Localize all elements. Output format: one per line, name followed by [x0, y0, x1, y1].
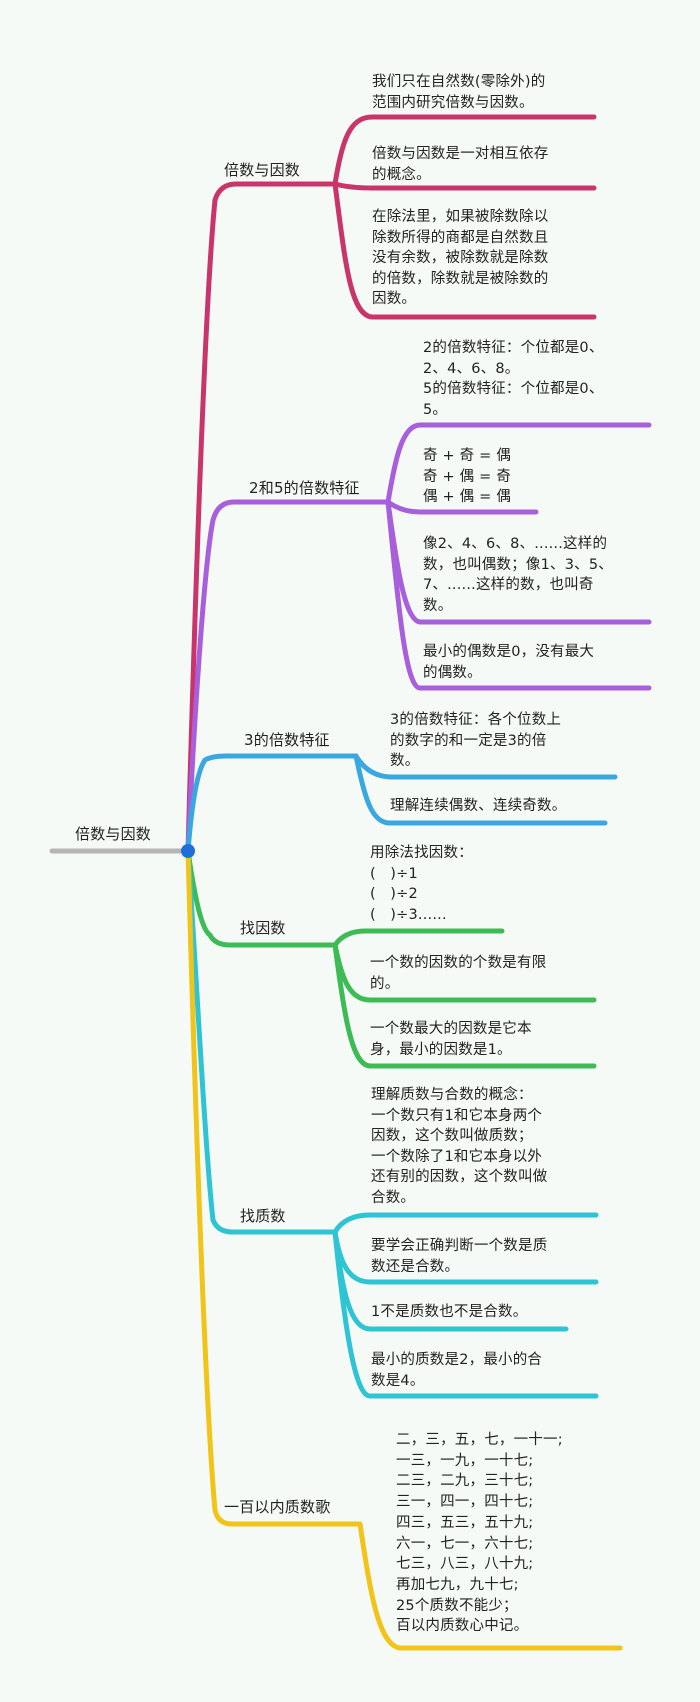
- root-node-label[interactable]: 倍数与因数: [75, 825, 152, 843]
- branch-label-find-primes[interactable]: 找质数: [240, 1207, 286, 1225]
- branch-label-2-5-multiples[interactable]: 2和5的倍数特征: [249, 479, 360, 497]
- branch-1-lines: [185, 114, 597, 854]
- leaf-2-4[interactable]: 最小的偶数是0，没有最大 的偶数。: [423, 644, 595, 681]
- leaf-5-1[interactable]: 理解质数与合数的概念： 一个数只有1和它本身两个 因数，这个数叫做质数； 一个数…: [371, 1087, 548, 1206]
- leaf-4-2[interactable]: 一个数的因数的个数是有限 的。: [370, 955, 547, 992]
- branch-3-lines: [185, 753, 618, 854]
- branch-2-lines: [185, 422, 652, 854]
- leaf-4-3[interactable]: 一个数最大的因数是它本 身，最小的因数是1。: [370, 1021, 532, 1058]
- leaf-5-3[interactable]: 1不是质数也不是合数。: [371, 1304, 528, 1320]
- branch-label-prime-song[interactable]: 一百以内质数歌: [224, 1498, 331, 1516]
- leaf-1-2[interactable]: 倍数与因数是一对相互依存 的概念。: [372, 146, 549, 183]
- branch-label-find-factors[interactable]: 找因数: [240, 919, 286, 937]
- leaf-6-1[interactable]: 二，三，五，七，一十一; 一三，一九，一十七; 二三，二九，三十七; 三一，四一…: [396, 1432, 563, 1635]
- leaf-2-3[interactable]: 像2、4、6、8、......这样的 数，也叫偶数；像1、3、5、 7、....…: [423, 536, 613, 614]
- leaf-5-2[interactable]: 要学会正确判断一个数是质 数还是合数。: [371, 1238, 548, 1275]
- leaf-5-4[interactable]: 最小的质数是2，最小的合 数是4。: [371, 1352, 543, 1389]
- leaf-2-1[interactable]: 2的倍数特征：个位都是0、 2、4、6、8。 5的倍数特征：个位都是0、 5。: [423, 340, 604, 418]
- root-node-dot: [181, 844, 195, 858]
- leaf-2-2[interactable]: 奇 + 奇 = 偶 奇 + 偶 = 奇 偶 + 偶 = 偶: [423, 448, 512, 505]
- leaf-1-3[interactable]: 在除法里，如果被除数除以 除数所得的商都是自然数且 没有余数，被除数就是除数 的…: [372, 209, 549, 307]
- branch-6-lines: [185, 848, 623, 1651]
- leaf-3-2[interactable]: 理解连续偶数、连续奇数。: [390, 798, 567, 814]
- leaf-4-1[interactable]: 用除法找因数： ( )÷1 ( )÷2 ( )÷3......: [370, 845, 473, 923]
- leaf-3-1[interactable]: 3的倍数特征：各个位数上 的数字的和一定是3的倍 数。: [390, 712, 562, 769]
- branch-label-multiples-factors[interactable]: 倍数与因数: [224, 161, 301, 179]
- branch-4-lines: [185, 848, 597, 1069]
- leaf-1-1[interactable]: 我们只在自然数(零除外)的 范围内研究倍数与因数。: [372, 74, 546, 111]
- branch-5-lines: [185, 848, 599, 1399]
- branch-label-3-multiples[interactable]: 3的倍数特征: [244, 731, 330, 749]
